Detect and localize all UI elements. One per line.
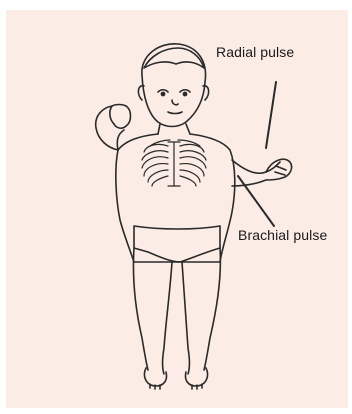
radial-pulse-label: Radial pulse (216, 44, 294, 60)
radial-pointer (266, 82, 276, 148)
mouth (168, 112, 182, 114)
ribcage (142, 140, 206, 186)
diaper (134, 226, 220, 262)
nose (172, 100, 178, 105)
left-leg (133, 248, 148, 370)
brachial-pulse-label: Brachial pulse (238, 227, 327, 243)
raised-arm (96, 105, 126, 151)
right-leg (204, 248, 220, 370)
extended-arm (232, 160, 280, 173)
